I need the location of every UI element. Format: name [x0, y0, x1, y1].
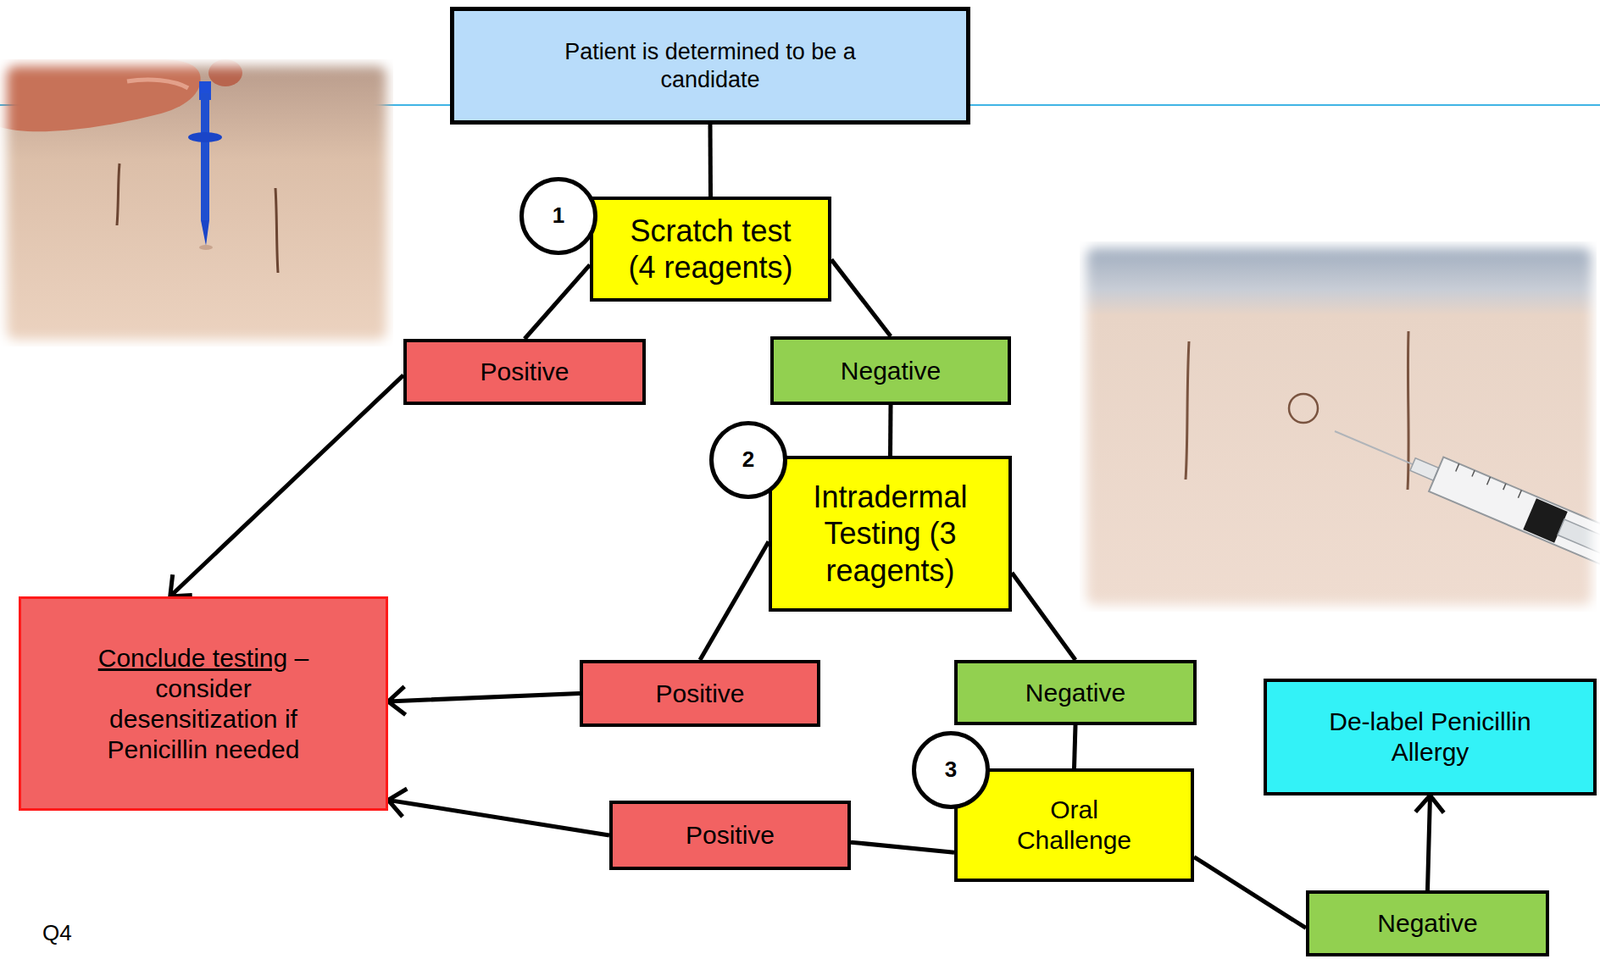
node-text: Negative [1025, 677, 1126, 709]
positive-result: Positive [403, 338, 646, 406]
text-wrap: Conclude testing– consider desensitizati… [76, 643, 331, 766]
connector-line [700, 541, 769, 661]
connector-arrow [388, 788, 610, 836]
text-wrap: Scratch test (4 reagents) [615, 212, 806, 286]
text-wrap: Negative [1377, 908, 1478, 939]
text-wrap: Negative [840, 355, 941, 387]
callout-number: 3 [944, 756, 957, 784]
text-wrap: 3 [944, 756, 957, 784]
node-text: Positive [655, 678, 745, 710]
text-wrap: Positive [479, 356, 569, 388]
connector-line [524, 265, 590, 339]
callout-number: 2 [742, 446, 755, 473]
connector-line [1194, 857, 1306, 929]
test-box: Scratch test (4 reagents) [589, 196, 832, 302]
connector-line [1074, 725, 1077, 769]
node-text: Scratch test (4 reagents) [615, 212, 806, 286]
node-text: Positive [685, 820, 775, 851]
test-box: Intradermal Testing (3 reagents) [768, 455, 1012, 612]
text-wrap: Positive [685, 820, 775, 851]
connector-line [708, 124, 714, 197]
connector-line [850, 842, 955, 853]
text-wrap: 2 [742, 446, 755, 473]
connector-arrow [1415, 795, 1444, 891]
positive-result: Positive [609, 800, 851, 871]
text-wrap: Negative [1025, 677, 1126, 709]
slide-label: Q4 [42, 920, 73, 947]
text-wrap: De-label Penicillin Allergy [1311, 706, 1550, 768]
text-wrap: Patient is determined to be a candidate [540, 38, 880, 94]
node-text: Patient is determined to be a candidate [540, 38, 880, 94]
outcome-box: De-label Penicillin Allergy [1263, 678, 1597, 796]
callout-number: 1 [552, 202, 565, 229]
text-wrap: Positive [655, 678, 745, 710]
negative-result: Negative [954, 660, 1197, 726]
node-text: Positive [479, 356, 569, 388]
connector-line [1011, 572, 1076, 661]
test-box: Oral Challenge [954, 768, 1195, 883]
outcome-box: Conclude testing– consider desensitizati… [18, 596, 389, 812]
node-text: Negative [1377, 908, 1478, 939]
node-text: Oral Challenge [1006, 794, 1143, 856]
text-wrap: 1 [552, 202, 565, 229]
node-text: Intradermal Testing (3 reagents) [794, 478, 986, 589]
connector-line [888, 405, 894, 456]
scratch-test-photo [0, 59, 394, 347]
step-number: 2 [709, 421, 788, 500]
text-wrap: Oral Challenge [1006, 794, 1143, 856]
node-text: De-label Penicillin Allergy [1311, 706, 1550, 768]
positive-result: Positive [579, 660, 821, 728]
intradermal-test-photo [1079, 241, 1600, 612]
text-wrap: Intradermal Testing (3 reagents) [794, 478, 986, 589]
connector-arrow [388, 686, 580, 715]
node-text: Negative [840, 355, 941, 387]
negative-result: Negative [770, 336, 1012, 406]
connector-arrow [170, 375, 404, 597]
start-box: Patient is determined to be a candidate [450, 6, 971, 125]
step-number: 1 [519, 177, 598, 256]
node-text: Conclude testing [98, 644, 288, 673]
negative-result: Negative [1305, 890, 1550, 957]
step-number: 3 [911, 731, 990, 810]
connector-line [831, 259, 891, 337]
